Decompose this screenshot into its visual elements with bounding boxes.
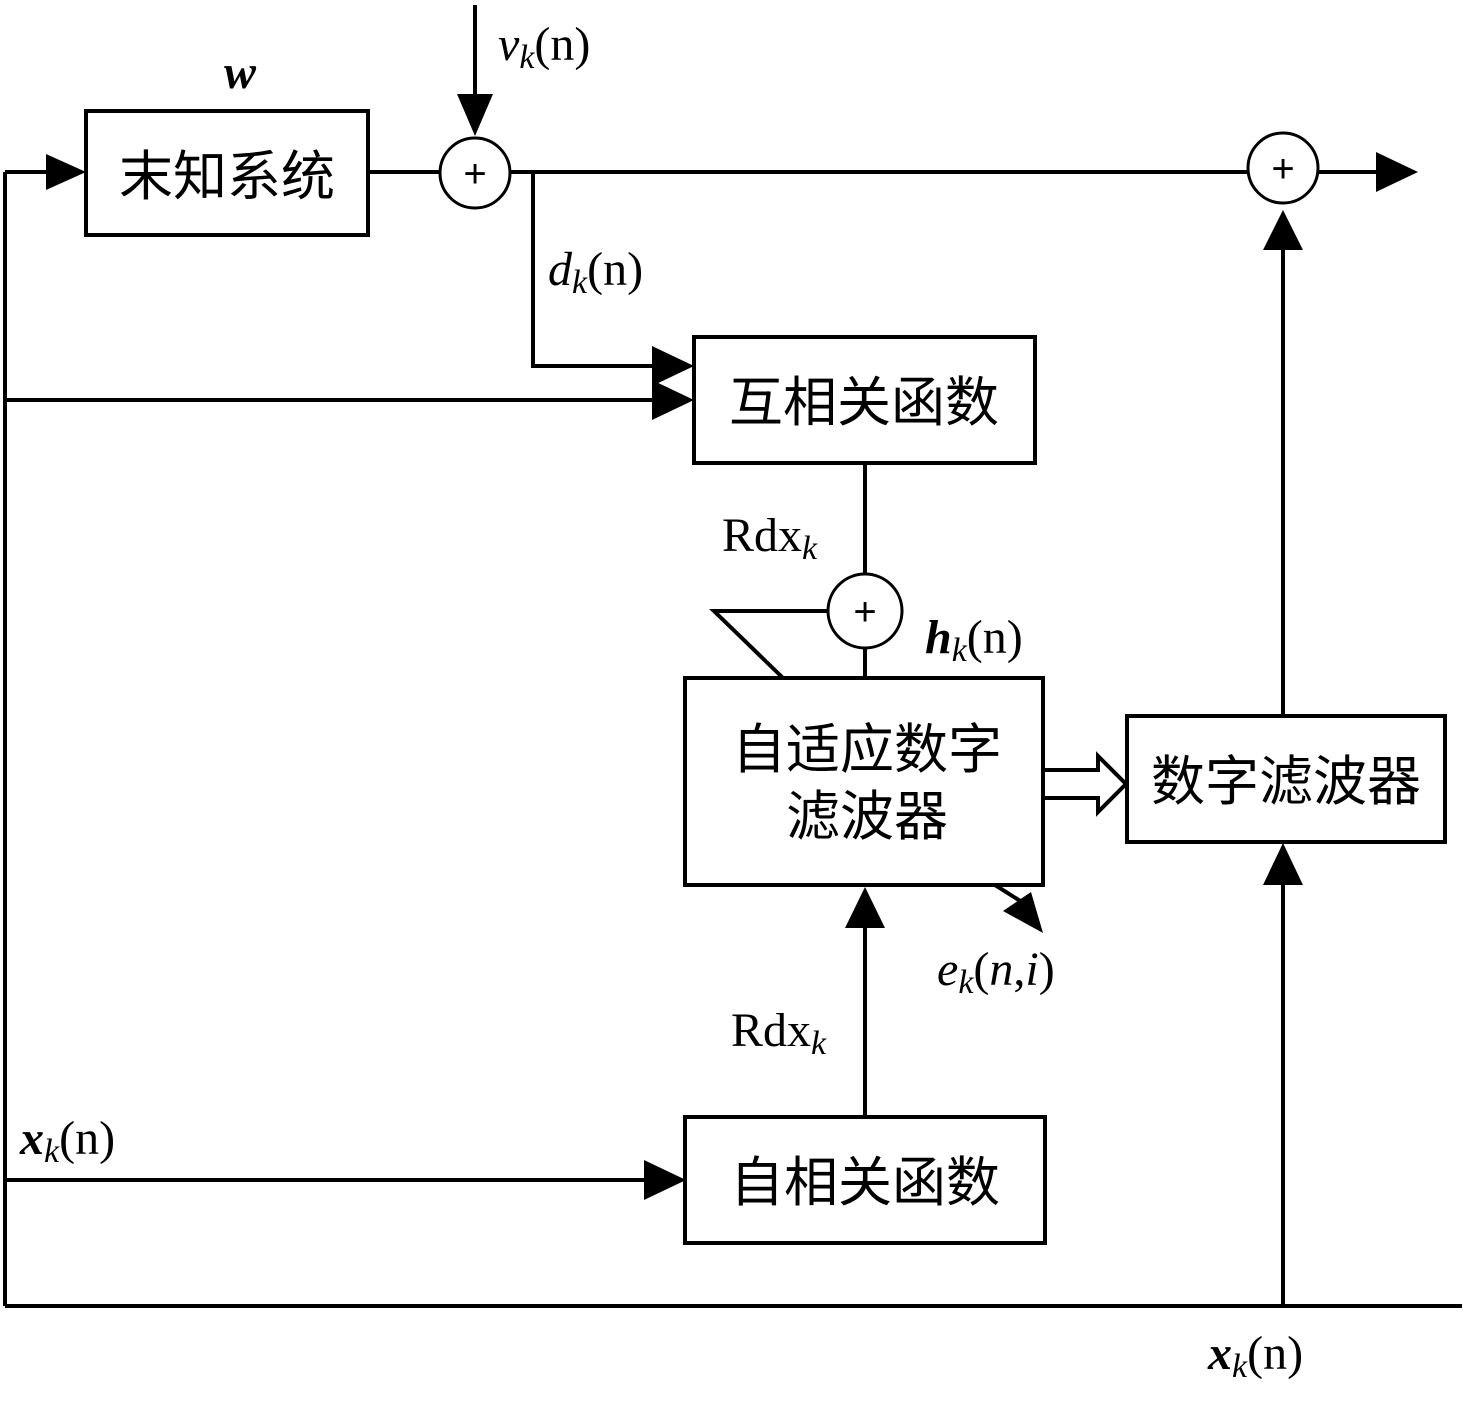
summing-junction-output: + — [1246, 131, 1320, 205]
label-desired-d: dk(n) — [548, 243, 643, 301]
arrowhead-auto-correlation — [644, 1160, 686, 1200]
hollow-arrow-coefficients — [1041, 751, 1129, 817]
arrowhead-unknown-system — [46, 154, 86, 190]
arrowhead-output — [1376, 152, 1418, 192]
label-error-e: ek(n,i) — [937, 943, 1055, 1001]
unknown-system-label: 末知系统 — [119, 145, 335, 208]
unknown-system-block — [84, 109, 370, 237]
label-w: w — [224, 46, 257, 99]
plus-sign-coefficient: + — [853, 590, 876, 634]
auto-correlation-label: 自相关函数 — [730, 1151, 1000, 1214]
cross-correlation-label: 互相关函数 — [729, 371, 999, 434]
arrowhead-adaptive-input — [845, 887, 885, 928]
plus-sign-output: + — [1271, 147, 1294, 191]
arrowhead-input-cc — [652, 380, 694, 420]
adaptive-filter-label-line1: 自适应数字 — [732, 718, 1002, 781]
arrowhead-error — [1003, 892, 1043, 933]
adaptive-filter-block — [683, 676, 1045, 887]
feedback-line — [709, 609, 827, 680]
arrowhead-noise — [457, 94, 493, 136]
label-rdx-auto: Rdxk — [731, 1004, 827, 1062]
plus-sign-noise: + — [463, 152, 486, 196]
cross-correlation-block — [692, 335, 1037, 465]
arrowhead-desired-cc — [652, 346, 694, 386]
digital-filter-block — [1125, 714, 1447, 844]
arrowhead-digital-filter — [1263, 843, 1303, 885]
summing-junction-coefficient: + — [826, 572, 904, 650]
label-rdx-cross: Rdxk — [722, 509, 818, 567]
label-coefficients-h: hk(n) — [925, 611, 1023, 669]
label-noise-v: vk(n) — [498, 18, 590, 76]
adaptive-filter-label-line2: 滤波器 — [786, 785, 948, 848]
digital-filter-label: 数字滤波器 — [1151, 750, 1421, 813]
label-input-x-left: xk(n) — [19, 1112, 115, 1170]
summing-junction-noise: + — [438, 136, 512, 210]
label-input-x-bottom: xk(n) — [1207, 1327, 1303, 1385]
auto-correlation-block — [683, 1115, 1047, 1245]
desired-tap-line — [531, 172, 670, 368]
arrowhead-sum-output — [1263, 210, 1303, 250]
